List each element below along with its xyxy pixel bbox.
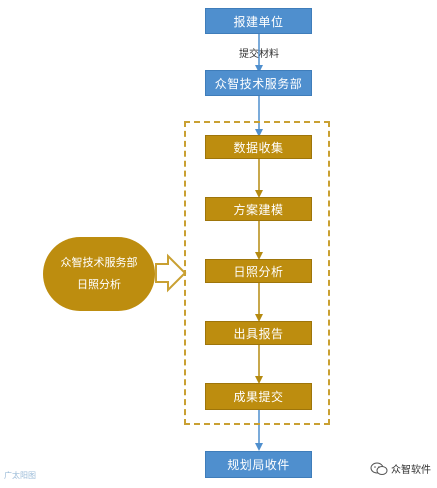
watermark-left-text: 广太阳图 (4, 471, 36, 480)
watermark-right-text: 众智软件 (391, 465, 431, 476)
watermark-right: 众智软件 (370, 461, 431, 476)
submit-materials-label: 提交材料 (239, 49, 279, 60)
issue-report-label: 出具报告 (233, 326, 284, 341)
data-collection-label: 数据收集 (233, 140, 284, 155)
result-submit-label: 成果提交 (233, 390, 284, 404)
watermark-left: 广太阳图 (4, 470, 36, 481)
planning-bureau-box: 规划局收件 (205, 451, 312, 478)
data-collection-box: 数据收集 (205, 135, 312, 159)
issue-report-box: 出具报告 (205, 321, 312, 345)
scheme-modeling-box: 方案建模 (205, 197, 312, 221)
hollow-right-arrow-icon (155, 253, 187, 293)
planning-bureau-label: 规划局收件 (227, 458, 290, 472)
dept-label: 众智技术服务部 (214, 76, 303, 91)
side-note-pill: 众智技术服务部 日照分析 (43, 237, 155, 311)
service-scope-frame (184, 121, 330, 425)
side-note-line1: 众智技术服务部 (60, 256, 138, 269)
side-note-line2: 日照分析 (77, 278, 121, 291)
wechat-logo-icon (370, 462, 388, 475)
sunlight-analysis-box: 日照分析 (205, 259, 312, 283)
submitter-label: 报建单位 (233, 14, 284, 29)
result-submit-box: 成果提交 (205, 383, 312, 410)
sunlight-analysis-label: 日照分析 (233, 264, 284, 279)
dept-box: 众智技术服务部 (205, 70, 312, 96)
submitter-box: 报建单位 (205, 8, 312, 34)
scheme-modeling-label: 方案建模 (233, 202, 284, 217)
